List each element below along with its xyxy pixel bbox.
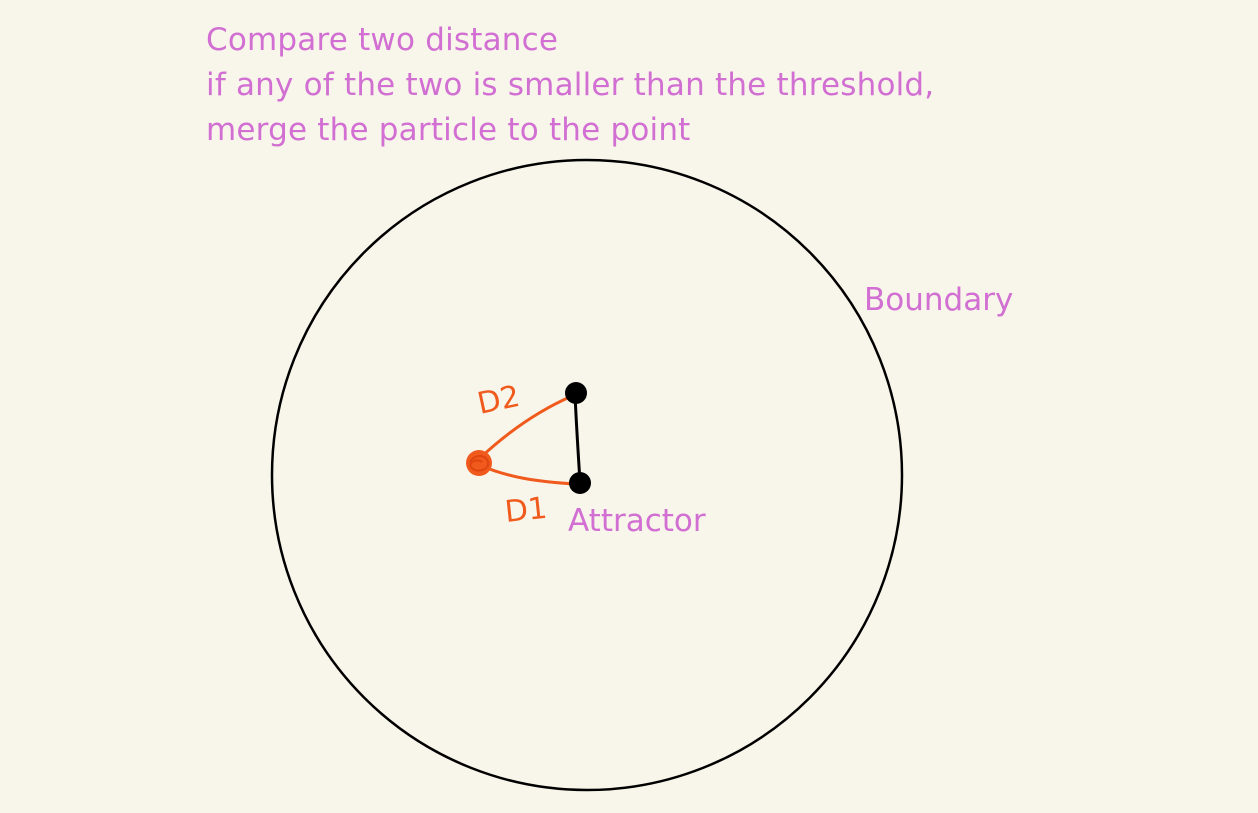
d1-label: D1	[503, 491, 549, 530]
attractor-segment	[573, 391, 582, 484]
d1-distance-line	[480, 464, 578, 486]
attractor-label: Attractor	[568, 503, 706, 539]
boundary-circle	[270, 158, 904, 792]
caption: Compare two distance if any of the two i…	[206, 18, 934, 153]
attractor-point-top	[565, 382, 587, 404]
d2-distance-line	[478, 394, 574, 460]
particle-scribble	[469, 455, 490, 472]
caption-line-3: merge the particle to the point	[206, 112, 691, 148]
caption-line-1: Compare two distance	[206, 22, 559, 58]
boundary-label: Boundary	[864, 282, 1014, 318]
d2-label: D2	[474, 379, 523, 422]
caption-line-2: if any of the two is smaller than the th…	[206, 67, 935, 103]
attractor-point-bottom	[569, 472, 591, 494]
